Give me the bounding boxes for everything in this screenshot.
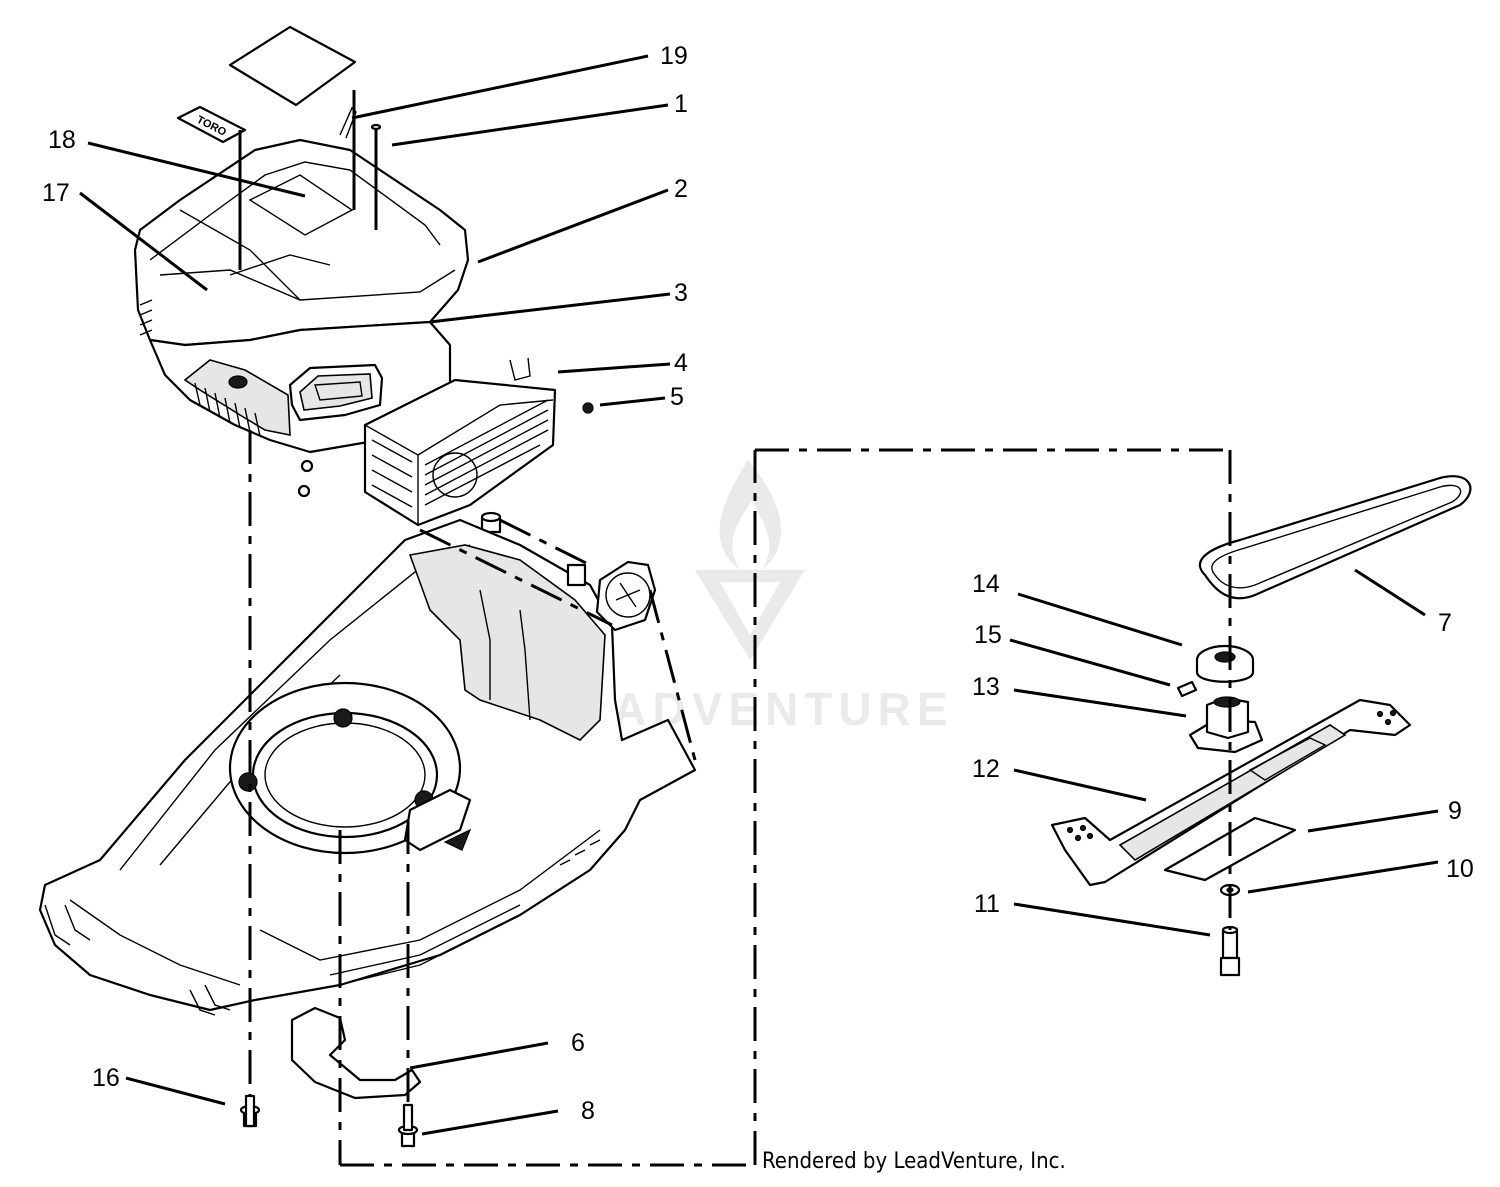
callout-15: 15 xyxy=(974,621,1002,649)
callout-4: 4 xyxy=(674,349,688,377)
leader-lines xyxy=(79,54,1439,1136)
screw-lower xyxy=(297,484,311,498)
bolt-8 xyxy=(397,1103,419,1148)
callout-14: 14 xyxy=(972,570,1000,598)
mower-deck xyxy=(38,518,697,1016)
blade-adapter xyxy=(1188,696,1264,754)
callout-1: 1 xyxy=(674,90,688,118)
render-credit: Rendered by LeadVenture, Inc. xyxy=(762,1149,1066,1174)
callout-18: 18 xyxy=(48,126,76,154)
engine-assembly: TORO xyxy=(133,25,470,454)
callout-12: 12 xyxy=(972,755,1000,783)
flame-watermark-icon xyxy=(719,460,782,570)
engine-grille xyxy=(363,357,557,527)
bracket-6 xyxy=(290,1006,422,1100)
callout-7: 7 xyxy=(1438,609,1452,637)
blade-bolt-11 xyxy=(1219,925,1241,977)
callout-3: 3 xyxy=(674,279,688,307)
callout-19: 19 xyxy=(660,42,688,70)
callout-11: 11 xyxy=(974,890,1000,918)
nut-5 xyxy=(582,402,594,414)
drive-belt xyxy=(1198,475,1472,600)
callout-8: 8 xyxy=(581,1097,595,1125)
key-15 xyxy=(1176,680,1198,698)
v-watermark-icon xyxy=(695,570,805,660)
callout-10: 10 xyxy=(1446,855,1474,883)
callout-9: 9 xyxy=(1448,797,1462,825)
callout-labels: 19 1 2 3 4 5 18 17 7 14 15 13 12 9 10 11… xyxy=(42,42,1474,1125)
engine-shroud xyxy=(133,138,470,347)
callout-17: 17 xyxy=(42,179,70,207)
filter-cover xyxy=(228,25,357,107)
callout-2: 2 xyxy=(674,175,688,203)
callout-16: 16 xyxy=(92,1064,120,1092)
assembly-centerlines xyxy=(248,430,1232,1167)
toro-decal: TORO xyxy=(176,105,247,144)
screw-upper xyxy=(300,459,314,473)
callout-6: 6 xyxy=(571,1029,585,1057)
bolt-16 xyxy=(239,1094,261,1128)
callout-13: 13 xyxy=(972,673,1000,701)
callout-5: 5 xyxy=(670,383,684,411)
pulley xyxy=(1195,644,1255,683)
